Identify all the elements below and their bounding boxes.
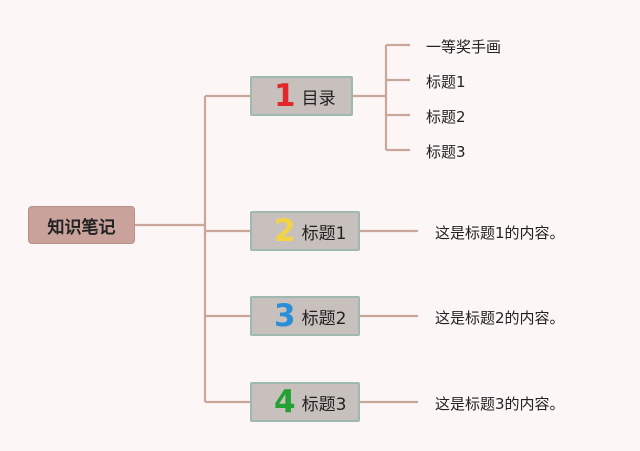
topic-node-heading-3[interactable]: 4 标题3 bbox=[250, 382, 360, 422]
topic-label: 目录 bbox=[301, 88, 336, 109]
topic-label: 标题2 bbox=[301, 308, 347, 329]
toc-item[interactable]: 标题2 bbox=[426, 108, 466, 126]
topic-label: 标题1 bbox=[301, 223, 347, 244]
number-badge: 2 bbox=[274, 212, 296, 249]
root-node[interactable]: 知识笔记 bbox=[28, 206, 135, 244]
number-badge: 4 bbox=[274, 383, 296, 420]
content-text[interactable]: 这是标题2的内容。 bbox=[435, 309, 565, 327]
number-badge: 3 bbox=[274, 297, 296, 334]
content-text[interactable]: 这是标题3的内容。 bbox=[435, 395, 565, 413]
topic-node-toc[interactable]: 1 目录 bbox=[250, 76, 353, 116]
topic-node-heading-2[interactable]: 3 标题2 bbox=[250, 296, 360, 336]
content-text[interactable]: 这是标题1的内容。 bbox=[435, 224, 565, 242]
toc-item[interactable]: 标题1 bbox=[426, 73, 466, 91]
toc-item[interactable]: 标题3 bbox=[426, 143, 466, 161]
topic-label: 标题3 bbox=[301, 394, 347, 415]
toc-item[interactable]: 一等奖手画 bbox=[426, 38, 502, 56]
topic-node-heading-1[interactable]: 2 标题1 bbox=[250, 211, 360, 251]
number-badge: 1 bbox=[274, 77, 296, 114]
